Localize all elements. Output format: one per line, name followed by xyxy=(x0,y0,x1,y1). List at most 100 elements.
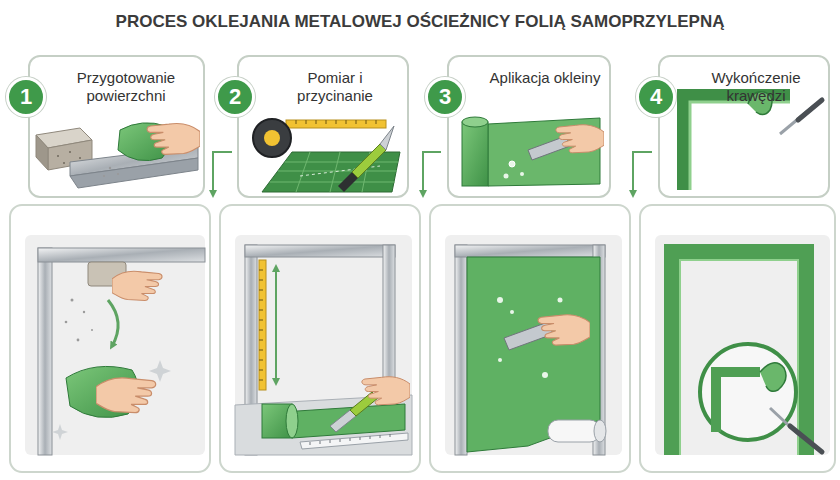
step1-scene-part xyxy=(149,360,171,382)
step-card: Wykończenie krawędzi4 xyxy=(658,55,830,198)
step2-icon-part xyxy=(286,120,386,128)
step3-scene-part xyxy=(497,297,503,303)
step4-scene-part xyxy=(672,252,806,455)
step2-icon-part xyxy=(296,120,376,124)
step1-icon-part xyxy=(109,167,111,169)
step4-scene-part xyxy=(680,260,798,455)
step1-scene-part xyxy=(71,299,74,302)
step4-scene-part xyxy=(716,372,760,432)
step1-icon-part xyxy=(57,155,59,157)
step-card: Przygotowanie powierzchni1 xyxy=(28,55,205,198)
step2-icon xyxy=(253,119,400,192)
step1-scene-part xyxy=(38,248,205,262)
step1-icon-part xyxy=(103,175,105,177)
step-frames-part xyxy=(655,235,830,455)
step1-scene-part xyxy=(96,378,156,413)
flow-arrows-part xyxy=(213,152,232,194)
step1-scene-part xyxy=(77,339,80,342)
step2-scene-part xyxy=(275,268,277,382)
step3-scene-part xyxy=(455,245,605,257)
step1-icon-part xyxy=(147,124,200,155)
step2-scene-part xyxy=(259,270,263,380)
step-heading: Przygotowanie powierzchni xyxy=(70,69,182,105)
step1-scene-part xyxy=(38,248,52,455)
number-text: 4 xyxy=(650,86,662,108)
step2-icon-part xyxy=(352,144,386,178)
step3-icon-part xyxy=(504,174,509,179)
step1-scene-part xyxy=(83,311,85,313)
step1-scene-part xyxy=(65,321,68,324)
step1-icon xyxy=(36,123,200,188)
step3-scene-part xyxy=(594,420,606,442)
step-number: 4 xyxy=(636,77,676,117)
step3-scene-part xyxy=(542,372,548,378)
step1-icon-part xyxy=(79,157,81,159)
step4-icon xyxy=(684,92,822,190)
step1-scene-part xyxy=(52,424,68,440)
step2-scene-part xyxy=(300,433,408,449)
step4-scene-part xyxy=(790,426,822,452)
step4-icon-part xyxy=(798,100,822,120)
step-frames-part xyxy=(235,235,412,455)
step-heading: Aplikacja okleiny xyxy=(489,69,601,87)
step3-scene xyxy=(455,245,606,455)
step-heading: Wykończenie krawędzi xyxy=(700,69,812,105)
step1-scene-part xyxy=(108,300,118,346)
step3-icon-part xyxy=(520,172,524,176)
step1-scene xyxy=(38,248,205,455)
step3-icon-part xyxy=(462,122,488,186)
step2-scene-part xyxy=(245,245,395,257)
step3-scene-part xyxy=(455,245,467,455)
step3-icon xyxy=(462,117,604,186)
step1-icon-part xyxy=(36,135,48,170)
step-card: Pomiar i przycinanie2 xyxy=(237,55,409,198)
step3-scene-part xyxy=(510,310,514,314)
step2-scene-part xyxy=(310,434,390,445)
number-text: 3 xyxy=(439,86,451,108)
step2-scene-part xyxy=(362,377,410,405)
step-card: Aplikacja okleiny3 xyxy=(447,55,611,198)
step3-scene-part xyxy=(498,358,502,362)
step3-icon-part xyxy=(462,117,488,127)
flow-arrows-part xyxy=(633,152,652,194)
step-number: 1 xyxy=(6,77,46,117)
step-frames-part xyxy=(25,235,205,455)
step3-scene-part xyxy=(548,420,600,442)
step1-icon-part xyxy=(70,158,198,188)
step2-icon-part xyxy=(262,152,400,192)
step2-scene-part xyxy=(259,260,266,390)
step2-icon-part xyxy=(380,126,394,150)
step2-icon-part xyxy=(270,152,398,192)
step1-icon-part xyxy=(69,151,71,153)
step2-scene-part xyxy=(286,404,298,438)
step1-icon-part xyxy=(63,162,65,164)
step4-scene-part xyxy=(760,363,786,391)
step-frames-part xyxy=(430,205,630,472)
step3-scene-part xyxy=(538,315,590,345)
step-frames-part xyxy=(220,205,420,472)
step2-icon-part xyxy=(253,119,291,157)
step2-scene-part xyxy=(330,410,356,432)
step2-icon-part xyxy=(264,130,280,146)
step3-icon-part xyxy=(509,161,515,167)
flow-arrows-part xyxy=(423,152,441,194)
number-text: 1 xyxy=(20,86,32,108)
step1-icon-part xyxy=(117,173,119,175)
step1-scene-part xyxy=(91,329,93,331)
step4-icon-part xyxy=(690,102,790,190)
step2-scene-part xyxy=(282,404,405,438)
step-frames-part xyxy=(445,235,622,455)
step-number: 2 xyxy=(215,77,255,117)
step2-scene-part xyxy=(383,245,395,395)
step3-icon-part xyxy=(556,125,604,153)
step2-scene xyxy=(235,245,412,455)
step4-scene xyxy=(672,252,822,455)
step-frames-part xyxy=(10,205,210,472)
step-frames-part xyxy=(640,205,835,472)
number-text: 2 xyxy=(229,86,241,108)
step-frames xyxy=(10,205,835,472)
step-heading: Pomiar i przycinanie xyxy=(279,69,391,105)
step3-scene-part xyxy=(467,257,600,452)
step4-icon-part xyxy=(684,96,790,190)
